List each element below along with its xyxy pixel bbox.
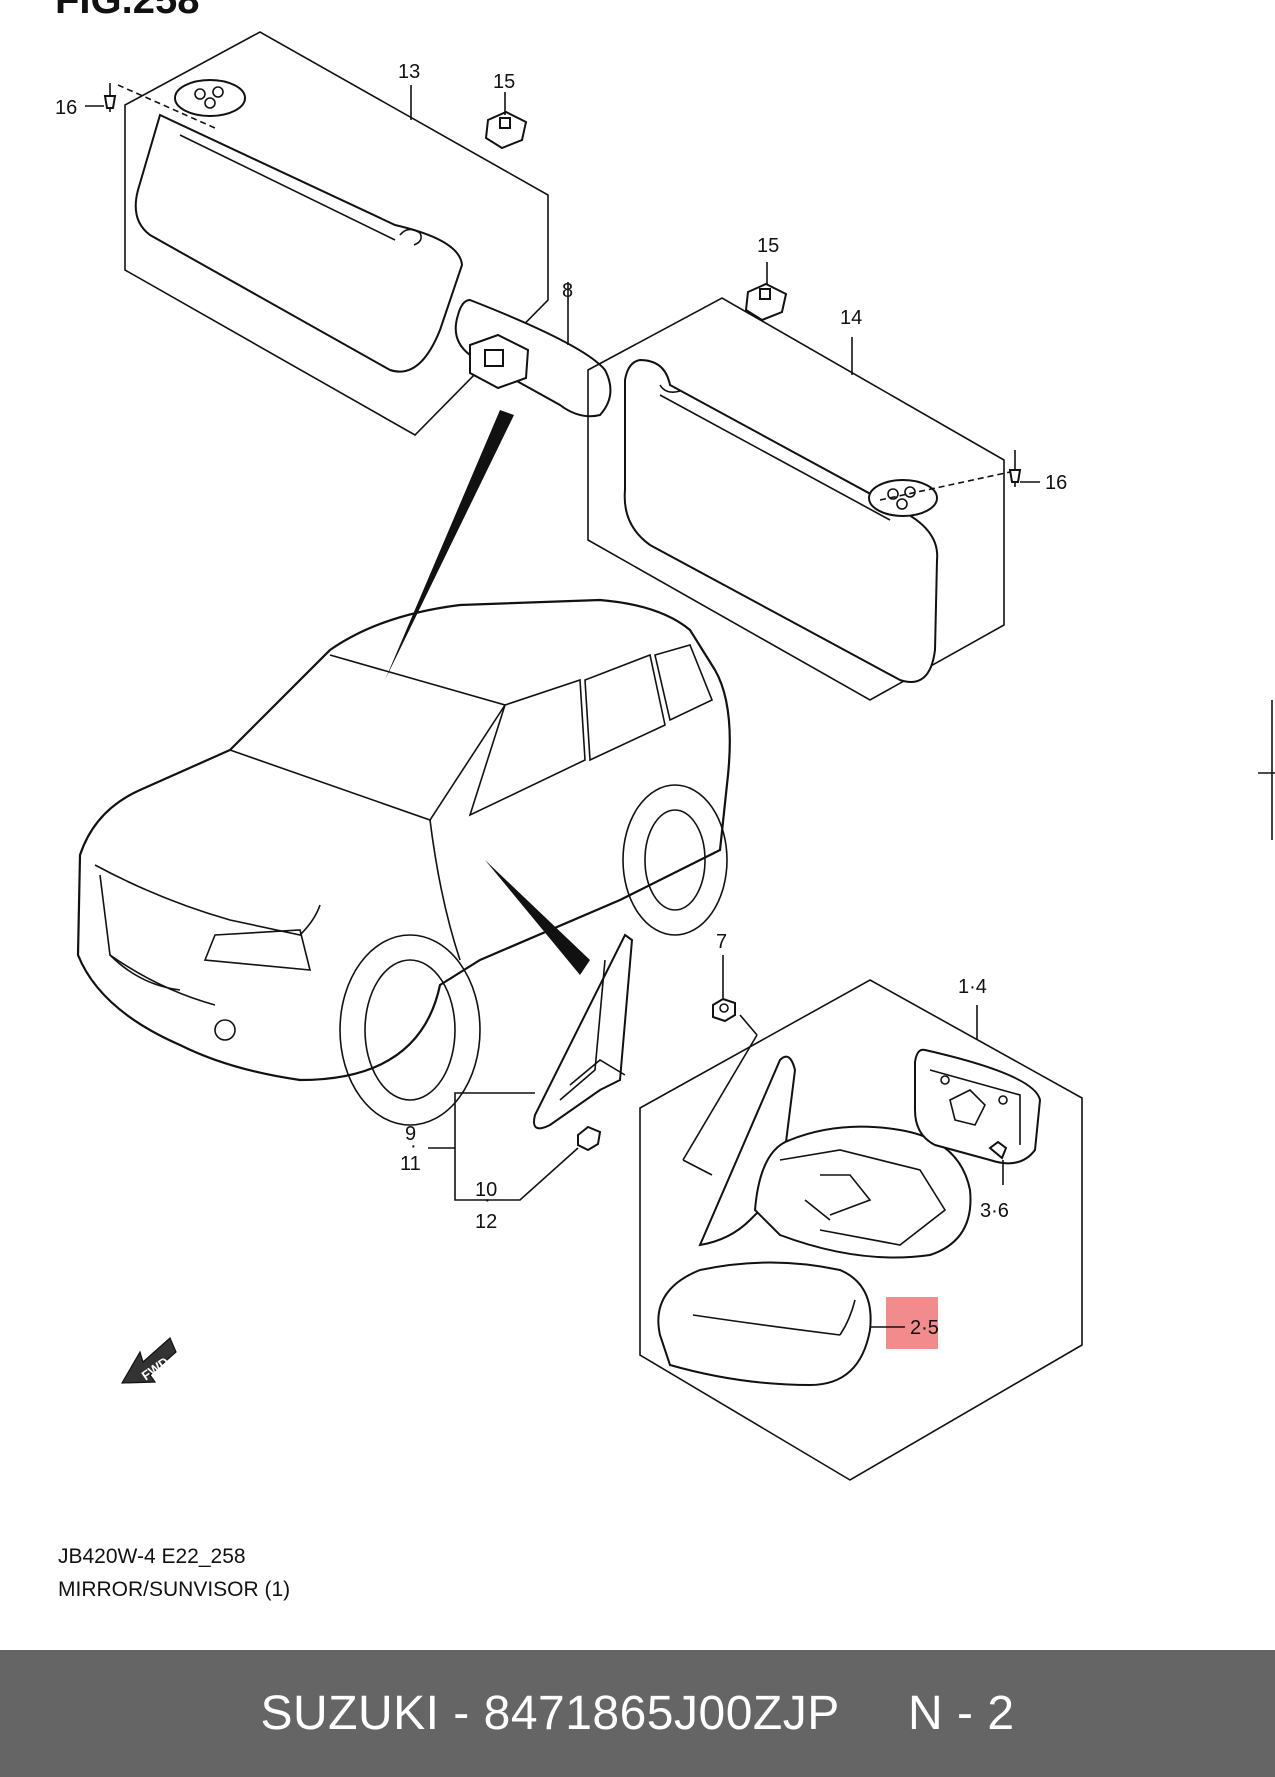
callout-dot-9-11: ·	[410, 1135, 417, 1157]
figure-code: JB420W-4 E22_258	[58, 1545, 246, 1568]
callout-7: 7	[716, 931, 727, 953]
callout-3-6: 3·6	[980, 1200, 1009, 1222]
clip-15-upper[interactable]	[484, 92, 528, 150]
callout-11: 11	[400, 1153, 421, 1175]
callout-15-upper: 15	[493, 71, 515, 93]
callout-9: 9	[405, 1123, 416, 1145]
callout-13: 13	[398, 61, 420, 83]
screw-16-right[interactable]	[1008, 450, 1040, 487]
part-number-footer: SUZUKI - 8471865J00ZJP N - 2	[0, 1650, 1275, 1777]
screw-16-left[interactable]	[85, 83, 117, 112]
mirror-actuator[interactable]	[914, 1048, 1042, 1185]
figure-caption: MIRROR/SUNVISOR (1)	[58, 1578, 291, 1601]
callout-12: 12	[475, 1211, 497, 1233]
callout-15-lower: 15	[757, 235, 779, 257]
pointer-wedge-top	[385, 410, 514, 680]
nut-7[interactable]	[712, 955, 736, 1023]
callout-1-4: 1·4	[958, 976, 987, 998]
sunvisor-right-group	[587, 297, 1005, 701]
rear-view-mirror[interactable]	[454, 282, 612, 418]
mirror-cover[interactable]	[657, 1261, 872, 1387]
footer-text: SUZUKI - 8471865J00ZJP N - 2	[260, 1687, 1015, 1740]
parts-diagram: FWD 13 15 16 8 15 14 16 7 1·4 3·6 2·5 9 …	[55, 31, 1275, 1481]
callout-dot-10-12: ·	[484, 1189, 491, 1211]
highlight-2-5	[886, 1297, 938, 1349]
mirror-base-bracket[interactable]	[533, 933, 634, 1130]
callout-10: 10	[475, 1179, 497, 1201]
callout-16-left: 16	[55, 97, 77, 119]
sunvisor-hook-right[interactable]	[868, 479, 938, 517]
figure-meta: JB420W-4 E22_258 MIRROR/SUNVISOR (1)	[58, 1540, 290, 1606]
callout-8: 8	[562, 280, 573, 302]
fwd-arrow-icon: FWD	[120, 1336, 177, 1384]
sunvisor-right[interactable]	[623, 358, 939, 683]
sunvisor-left-group	[124, 31, 549, 436]
figure-title: FIG.258	[55, 0, 200, 22]
callout-2-5: 2·5	[910, 1317, 939, 1339]
callout-16-right: 16	[1045, 472, 1067, 494]
mirror-assembly-frame	[639, 979, 1083, 1481]
nut-10-12[interactable]	[577, 1125, 602, 1152]
vehicle-outline	[76, 598, 731, 1126]
pointer-wedge-bottom	[485, 860, 590, 975]
callout-14: 14	[840, 307, 862, 329]
sunvisor-left[interactable]	[134, 113, 464, 373]
clip-15-lower[interactable]	[744, 262, 788, 322]
door-mirror-housing[interactable]	[698, 1055, 972, 1259]
